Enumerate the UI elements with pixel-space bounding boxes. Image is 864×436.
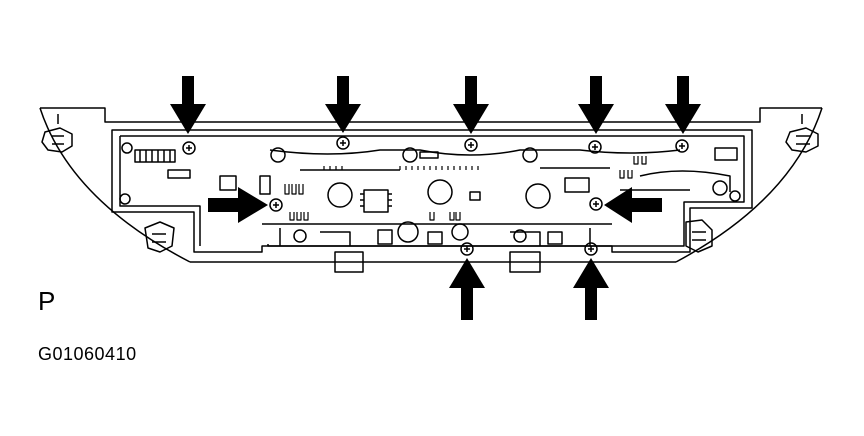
- screw: [269, 198, 283, 212]
- arrow-left-icon: [604, 187, 662, 223]
- components: [219, 147, 728, 245]
- connector-strips: [134, 147, 738, 179]
- board-traces: [269, 149, 731, 192]
- right-clip: [685, 127, 819, 253]
- arrow-right-icon: [208, 187, 268, 223]
- circuit-board: [111, 129, 753, 273]
- screw: [675, 139, 689, 153]
- screw: [460, 242, 474, 256]
- screw: [589, 197, 603, 211]
- screw: [336, 136, 350, 150]
- screw: [729, 190, 741, 202]
- panel-letter: P: [38, 286, 56, 316]
- arrow-down-icon: [170, 76, 206, 134]
- screw: [584, 242, 598, 256]
- arrow-down-icon: [453, 76, 489, 134]
- screw: [119, 193, 131, 205]
- screw: [121, 142, 133, 154]
- arrow-up-icon: [449, 258, 485, 320]
- arrow-down-icon: [665, 76, 701, 134]
- pin-groups: [284, 156, 647, 221]
- figure-code: G01060410: [38, 344, 137, 364]
- arrow-down-icon: [325, 76, 361, 133]
- arrow-up-icon: [573, 258, 609, 320]
- screw: [588, 140, 602, 154]
- left-clip: [41, 127, 175, 253]
- arrow-down-icon: [578, 76, 614, 134]
- screws: [119, 136, 741, 256]
- screw: [464, 138, 478, 152]
- screw: [182, 141, 196, 155]
